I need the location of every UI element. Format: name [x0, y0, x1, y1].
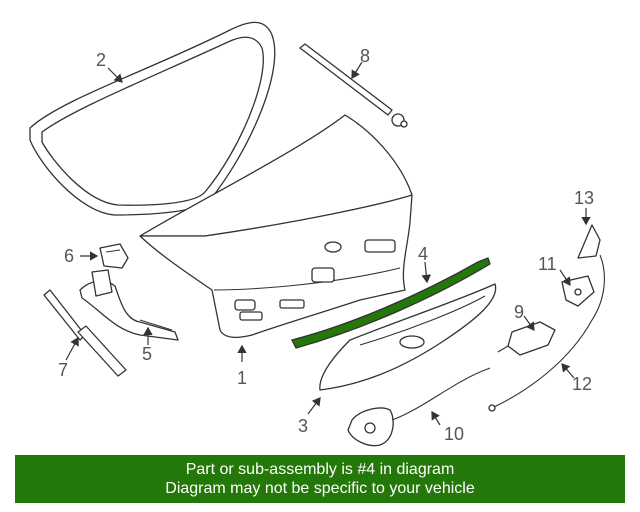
callout-10: 10: [444, 424, 464, 444]
callout-1: 1: [237, 368, 247, 388]
trunk-latch[interactable]: [347, 367, 491, 447]
trunk-applique-panel[interactable]: [319, 283, 497, 391]
weatherstrip-seal[interactable]: [29, 21, 276, 216]
callout-8: 8: [360, 46, 370, 66]
trunk-lid[interactable]: [139, 114, 413, 339]
callout-6: 6: [64, 246, 74, 266]
callout-7: 7: [58, 360, 68, 380]
callout-4-leader: [421, 261, 432, 284]
callout-2-leader: [107, 67, 123, 83]
callout-8-leader: [351, 61, 363, 80]
callout-12-leader: [561, 363, 575, 379]
callout-10-leader: [431, 410, 441, 426]
trunk-lid-trim-strip[interactable]: [291, 257, 491, 349]
callout-12: 12: [572, 374, 592, 394]
parts-diagram: 2 8 1 4 6 5: [29, 21, 605, 447]
trim-strip-highlight: [291, 257, 491, 349]
callout-9-leader: [523, 315, 535, 331]
banner-line-2: Diagram may not be specific to your vehi…: [165, 480, 475, 497]
callout-9: 9: [514, 302, 524, 322]
release-cable[interactable]: [488, 254, 605, 412]
callout-7-leader: [65, 336, 79, 361]
gas-strut[interactable]: [43, 289, 127, 377]
trunk-lock-actuator[interactable]: [497, 321, 556, 356]
callout-13: 13: [574, 188, 594, 208]
callout-4: 4: [418, 244, 428, 264]
callout-5: 5: [142, 344, 152, 364]
callout-2: 2: [96, 50, 106, 70]
trunk-support-strut[interactable]: [299, 43, 408, 128]
emergency-release-handle[interactable]: [577, 224, 601, 259]
callout-11-leader: [559, 269, 571, 286]
callout-3-leader: [307, 397, 321, 415]
banner-line-1: Part or sub-assembly is #4 in diagram: [185, 461, 455, 478]
trunk-hinge[interactable]: [79, 269, 179, 341]
hinge-bracket-small[interactable]: [99, 243, 129, 269]
callout-3: 3: [298, 416, 308, 436]
callout-11: 11: [538, 254, 557, 274]
info-banner: Part or sub-assembly is #4 in diagram Di…: [15, 455, 625, 503]
